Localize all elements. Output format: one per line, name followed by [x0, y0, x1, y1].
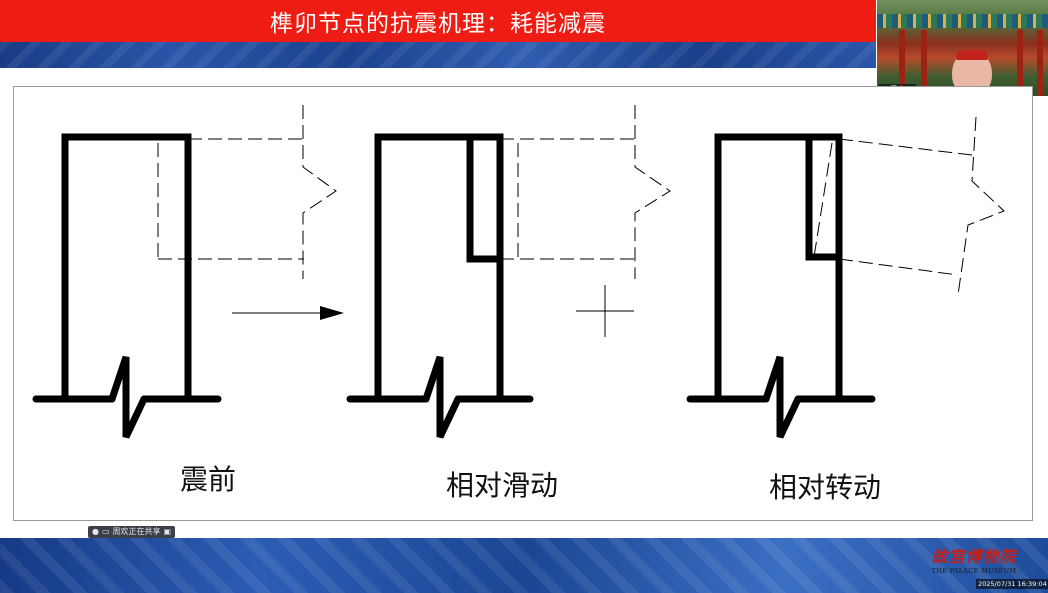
motion-arrow-head: [320, 306, 344, 320]
slide-content: [13, 86, 1033, 521]
column-outline: [374, 133, 504, 397]
monitor-icon: ▭: [101, 527, 110, 536]
timestamp: 2025/07/31 16:39:04: [976, 579, 1048, 589]
tenon-shift: [805, 137, 839, 261]
screen-share-icon: ▣: [163, 527, 172, 536]
screen-share-status[interactable]: ● ▭ 周欢正在共享 ▣: [88, 526, 176, 538]
mic-icon: ●: [92, 527, 99, 536]
column-outline: [61, 133, 192, 397]
slide-title: 榫卯节点的抗震机理：耗能减震: [270, 11, 606, 37]
beam-break-dash: [957, 116, 1005, 296]
beam-break-dash: [634, 105, 671, 279]
joint-diagram: [32, 105, 1005, 439]
break-symbol: [422, 355, 462, 439]
beam-bottom-dash: [838, 258, 959, 276]
break-symbol: [108, 355, 148, 439]
decorative-bottom-band: [0, 538, 1048, 593]
caption-before: 震前: [180, 463, 237, 496]
diagram-before: [32, 105, 344, 439]
palace-museum-logo: 故宫博物院 THE PALACE MUSEUM: [922, 543, 1026, 575]
beam-top-dash: [838, 138, 973, 156]
participant-video[interactable]: [877, 0, 1048, 96]
slide-title-bar: 榫卯节点的抗震机理：耗能减震: [0, 0, 876, 42]
column-outline: [714, 133, 843, 397]
museum-name-cn: 故宫博物院: [931, 547, 1017, 566]
beam-break-dash: [302, 105, 337, 279]
caption-rotation: 相对转动: [769, 471, 882, 504]
diagram-rotation: [686, 116, 1005, 439]
caption-sliding: 相对滑动: [446, 469, 559, 502]
diagram-sliding: [346, 105, 671, 439]
break-symbol: [762, 355, 802, 439]
tenon-shift: [466, 137, 500, 263]
tenon-dash: [813, 142, 833, 258]
decorative-top-band: [0, 42, 876, 68]
museum-name-en: THE PALACE MUSEUM: [931, 567, 1017, 575]
share-status-text: 周欢正在共享: [112, 527, 161, 536]
